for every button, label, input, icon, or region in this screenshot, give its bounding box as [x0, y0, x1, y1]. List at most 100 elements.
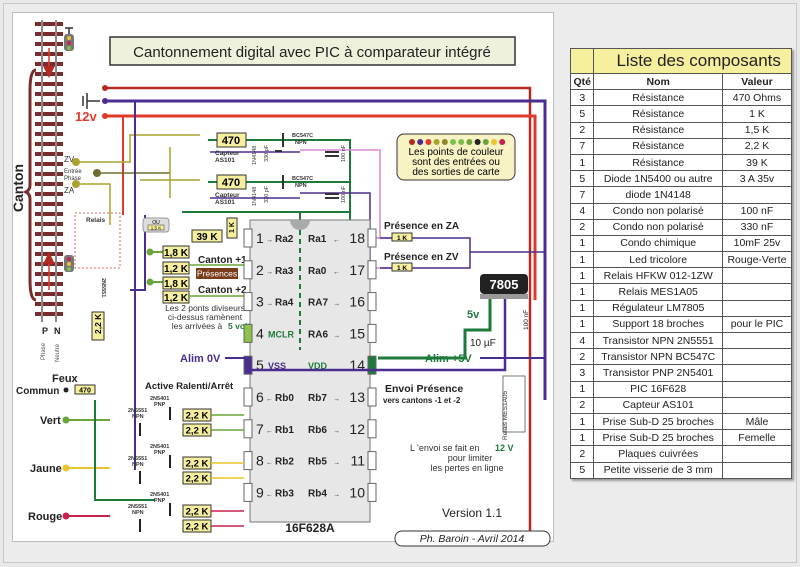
track-tie [35, 32, 63, 36]
cell-name: Relais MES1A05 [593, 283, 723, 301]
cell-value: Femelle [721, 429, 793, 447]
cell-qty: 1 [569, 234, 595, 253]
resistor-39k [191, 229, 223, 243]
svg-text:Présences: Présences [197, 269, 237, 279]
active-ralenti-label: Active Ralenti/Arrêt [145, 381, 234, 392]
track-tie [35, 142, 63, 146]
cell-value: 1,5 K [721, 121, 793, 139]
cell-name: Transistor NPN 2N5551 [593, 331, 723, 350]
pin-label: 13 [349, 389, 365, 405]
svg-text:470: 470 [222, 177, 240, 189]
pin-label: 1 [256, 230, 264, 246]
cell-qty: 2 [569, 218, 595, 236]
npn-model: 2N5551 [128, 456, 147, 462]
pin-3 [243, 292, 253, 312]
svg-text:les pertes en ligne: les pertes en ligne [430, 463, 503, 473]
canton-plus1-label: Canton +1 [198, 255, 247, 266]
pin-name: VDD [308, 361, 328, 371]
neutre-label: Neutre [55, 343, 61, 362]
pin-name: Rb1 [275, 425, 294, 436]
za-label: ZA [64, 186, 75, 195]
track-tie [35, 242, 63, 246]
column-header-value: Valeur [721, 72, 793, 91]
cell-name: PIC 16F628 [593, 380, 723, 398]
track-tie [35, 202, 63, 206]
legend-dot [482, 139, 489, 145]
svg-text:AS101: AS101 [215, 199, 235, 206]
pin-13 [367, 387, 377, 407]
signal-light-bottom-icon [64, 255, 74, 272]
cell-value: Mâle [721, 412, 793, 431]
cell-name: Prise Sub-D 25 broches [593, 429, 723, 447]
legend-dot [474, 139, 481, 145]
cell-name: Diode 1N5400 ou autre [593, 170, 723, 188]
track-tie [35, 152, 63, 156]
cell-qty: 2 [569, 445, 595, 463]
resistor-1-2k-2 [162, 290, 190, 304]
npn-type: NPN [132, 462, 144, 468]
cell-qty: 2 [569, 121, 595, 139]
pin-name: Rb6 [308, 425, 327, 436]
pin-direction: → [266, 237, 273, 244]
legend-dot [441, 139, 448, 145]
cell-qty: 5 [569, 461, 595, 479]
pin-direction: → [333, 301, 340, 308]
cell-name: Condo non polarisé [593, 218, 723, 236]
signal-light-top-icon [64, 27, 74, 51]
pnp-type: PNP [154, 498, 166, 504]
pin-label: 11 [350, 453, 365, 469]
cell-name: Plaques cuivrées [593, 445, 723, 463]
phase-label-small: Phase [64, 176, 82, 182]
resistor-1k-vertical [226, 217, 238, 239]
pin-label: 4 [256, 325, 264, 341]
relay-box [74, 212, 121, 269]
legend-dot [409, 139, 415, 145]
envoi-presence-label: Envoi Présence [385, 383, 463, 395]
pin-direction: ← [333, 269, 340, 276]
track-tie [35, 182, 63, 186]
resistor-1-2k-1 [162, 261, 190, 275]
cell-value: 470 Ohms [721, 89, 793, 107]
svg-text:5v: 5v [467, 309, 480, 321]
cell-value: 3 A 35v [721, 170, 793, 188]
pin-direction: ← [266, 396, 273, 403]
cell-name: Transistor PNP 2N5401 [593, 364, 723, 382]
pin-label: 3 [256, 294, 264, 310]
pin-direction: ← [266, 460, 273, 467]
column-header-qty: Qté [569, 72, 595, 91]
pin-label: 17 [349, 262, 365, 278]
svg-text:2,2 K: 2,2 K [186, 411, 209, 422]
cell-qty: 5 [569, 170, 595, 188]
resistor-1-8k-2 [162, 276, 190, 290]
zv-terminal [72, 158, 80, 166]
svg-text:2,2 K: 2,2 K [186, 507, 209, 518]
title-box [109, 36, 516, 66]
pin-name: Rb5 [308, 457, 327, 468]
pnp-model: 2N5401 [150, 492, 169, 498]
svg-text:L 'envoi se fait en: L 'envoi se fait en [410, 443, 479, 453]
svg-text:BC547C: BC547C [292, 176, 313, 182]
pin-name: Ra2 [275, 234, 294, 245]
pin-label: 16 [349, 294, 365, 310]
pin-direction: ← [266, 428, 273, 435]
pin-11 [367, 451, 377, 471]
pin-name: RA6 [308, 329, 328, 340]
resistor-470-2 [216, 174, 247, 190]
resistor-470-1 [216, 132, 247, 148]
cell-name: Transistor NPN BC547C [593, 348, 723, 366]
pin-name: Rb0 [275, 393, 294, 404]
legend-dot [458, 139, 465, 145]
canton-brace [22, 68, 37, 302]
pin-name: Ra0 [308, 266, 327, 277]
track-tie [35, 22, 63, 26]
pin-1 [243, 228, 253, 248]
svg-text:470: 470 [222, 135, 240, 147]
svg-text:12 V: 12 V [495, 443, 514, 453]
